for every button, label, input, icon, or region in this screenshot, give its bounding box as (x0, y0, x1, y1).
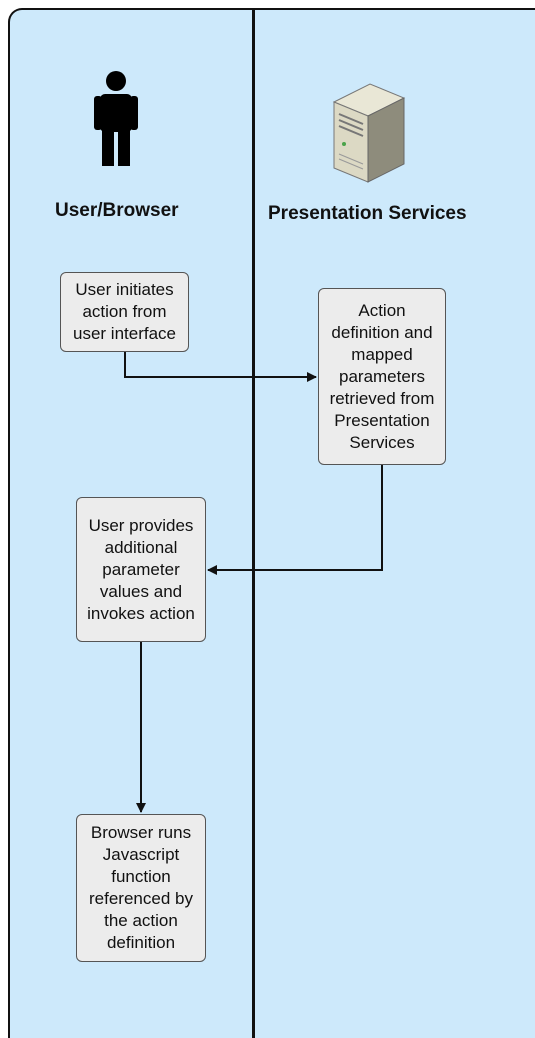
person-icon (94, 71, 138, 166)
connector-step2-to-step3 (207, 465, 383, 575)
server-icon (332, 83, 406, 183)
step-label: User provides additional parameter value… (87, 515, 195, 623)
connector-step1-to-step2 (124, 352, 317, 382)
lane-presentation-services (252, 8, 535, 1038)
step-user-initiates-action: User initiates action from user interfac… (60, 272, 189, 352)
step-label: Browser runs Javascript function referen… (89, 823, 193, 952)
step-browser-runs-javascript: Browser runs Javascript function referen… (76, 814, 206, 962)
step-label: User initiates action from user interfac… (73, 280, 176, 343)
lane-title-presentation-services: Presentation Services (268, 203, 467, 224)
step-action-definition-retrieved: Action definition and mapped parameters … (318, 288, 446, 465)
lane-title-user-browser: User/Browser (55, 200, 179, 221)
step-user-provides-parameters: User provides additional parameter value… (76, 497, 206, 642)
step-label: Action definition and mapped parameters … (329, 300, 435, 452)
